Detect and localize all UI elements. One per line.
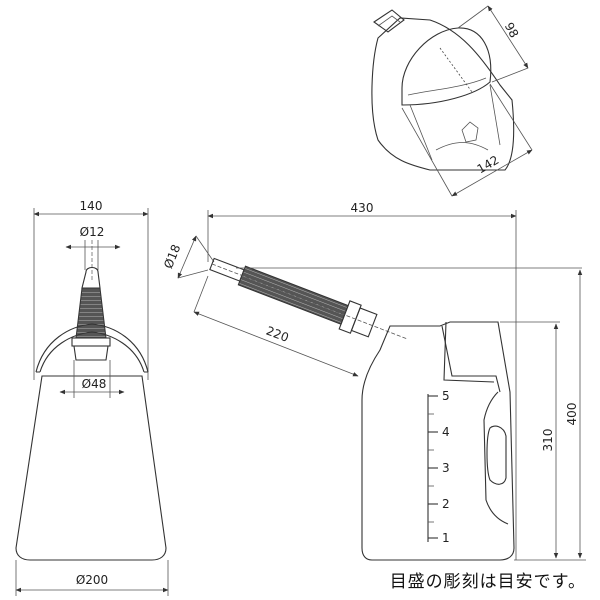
dim-d18: Ø18 bbox=[161, 242, 183, 270]
dim-142: 142 bbox=[475, 153, 502, 177]
front-view: 140 Ø12 Ø48 Ø200 bbox=[15, 199, 169, 596]
dim-d48: Ø48 bbox=[82, 377, 107, 391]
dim-400: 400 bbox=[565, 403, 579, 426]
dim-310: 310 bbox=[541, 429, 555, 452]
scale-mark-5: 5 bbox=[442, 389, 450, 403]
dim-d200: Ø200 bbox=[76, 573, 108, 587]
dim-430: 430 bbox=[351, 201, 374, 215]
side-view: 430 Ø18 220 bbox=[161, 201, 586, 561]
top-perspective-view: 98 142 bbox=[371, 5, 533, 197]
engraving-note: 目盛の彫刻は目安です。 bbox=[389, 572, 586, 592]
dim-d12: Ø12 bbox=[80, 225, 105, 239]
scale-mark-4: 4 bbox=[442, 425, 450, 439]
scale-mark-3: 3 bbox=[442, 461, 450, 475]
scale-mark-2: 2 bbox=[442, 497, 450, 511]
dim-98: 98 bbox=[502, 20, 522, 40]
scale-mark-1: 1 bbox=[442, 531, 450, 545]
dim-220: 220 bbox=[264, 324, 290, 345]
volume-scale: 5 4 3 2 1 bbox=[427, 389, 450, 545]
dim-140: 140 bbox=[80, 199, 103, 213]
